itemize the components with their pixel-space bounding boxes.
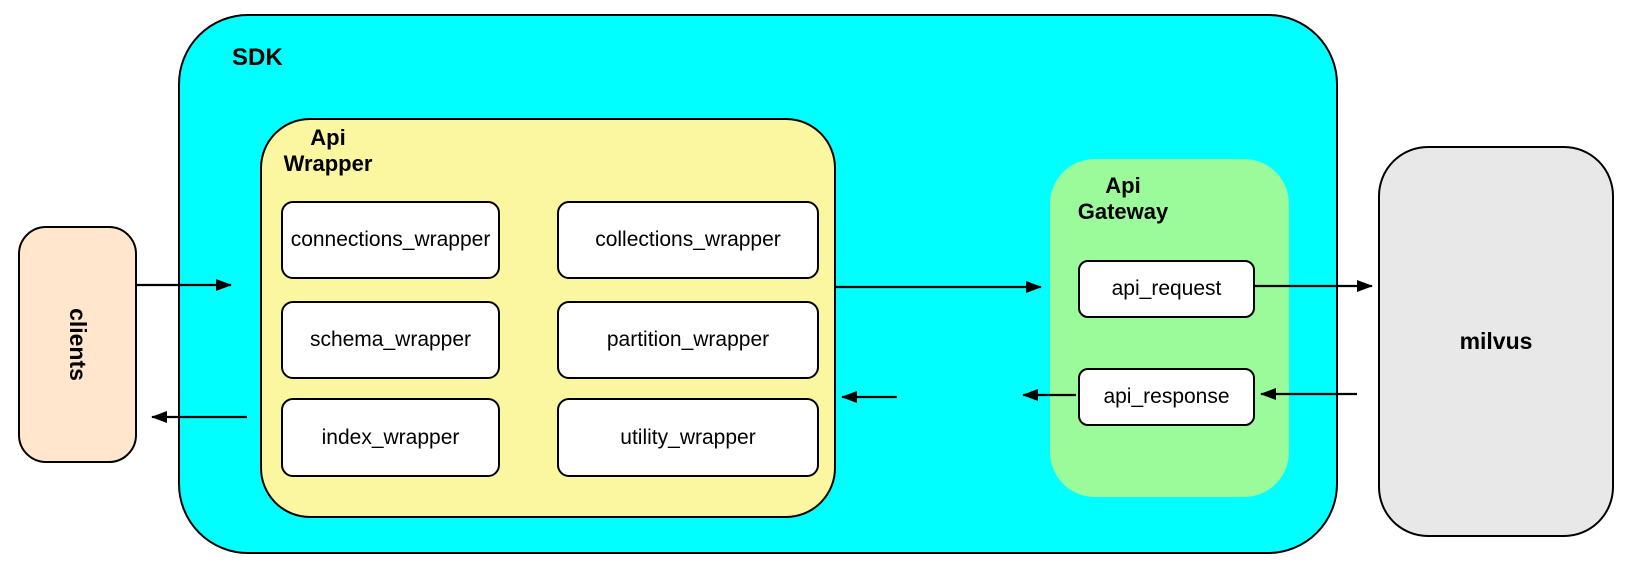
wrapper-box-partition: partition_wrapper [557, 301, 819, 379]
sdk-label: SDK [232, 44, 283, 71]
api-gateway-label: Api Gateway [1077, 173, 1169, 224]
api-gateway-container: Api Gateway api_request api_response [1050, 159, 1289, 497]
milvus-node: milvus [1378, 146, 1614, 537]
wrapper-box-index: index_wrapper [281, 398, 500, 477]
api-wrapper-label: Api Wrapper [283, 125, 373, 176]
wrapper-box-collections: collections_wrapper [557, 201, 819, 279]
clients-node: clients [18, 226, 137, 463]
wrapper-box-utility: utility_wrapper [557, 398, 819, 477]
api-response-node: api_response [1078, 368, 1255, 426]
wrapper-box-connections: connections_wrapper [281, 201, 500, 279]
wrapper-box-schema: schema_wrapper [281, 301, 500, 379]
api-request-node: api_request [1078, 260, 1255, 318]
sdk-container: SDK Api Wrapper connections_wrapper coll… [178, 14, 1338, 554]
clients-label: clients [65, 308, 91, 381]
milvus-label: milvus [1459, 328, 1533, 354]
api-wrapper-container: Api Wrapper connections_wrapper collecti… [260, 118, 836, 518]
